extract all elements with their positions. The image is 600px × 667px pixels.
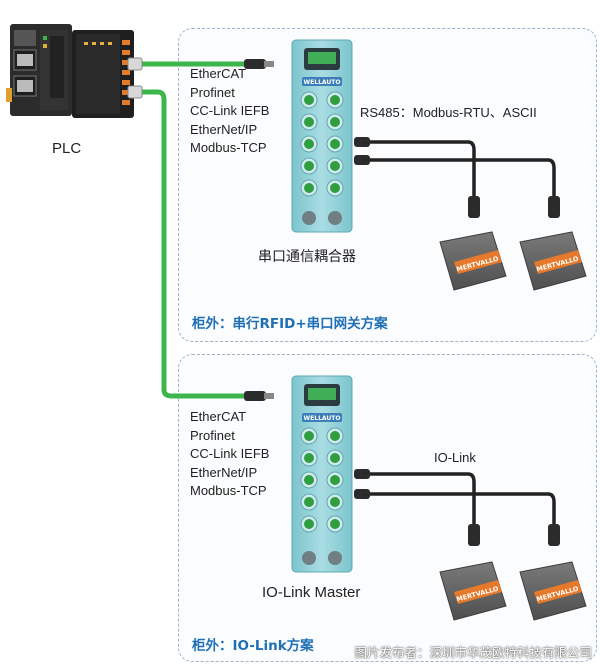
protocol-item: Modbus-TCP: [190, 483, 267, 498]
plc-controller-icon: [6, 24, 134, 118]
io-link-cables-bottom: [354, 469, 560, 546]
serial-link-label: RS485：Modbus-RTU、ASCII: [360, 105, 537, 120]
protocol-item: CC-Link IEFB: [190, 103, 270, 118]
plc-label: PLC: [52, 140, 82, 157]
panel-bottom-title: 柜外：IO-Link方案: [192, 638, 314, 654]
protocol-list-bottom: EtherCAT Profinet CC-Link IEFB EtherNet/…: [190, 408, 269, 501]
io-link-master-caption: IO-Link Master: [262, 584, 361, 601]
rfid-reader-icon: MERTVALLO: [439, 561, 507, 621]
ethernet-cable-bottom: [137, 89, 249, 399]
io-link-label: IO-Link: [434, 450, 476, 465]
rfid-reader-icon: MERTVALLO: [519, 231, 587, 291]
io-link-master-module: WELLAUTO: [291, 375, 353, 573]
panel-serial-gateway: [178, 28, 597, 342]
publisher-watermark: 图片发布者：深圳市华茂欧特科技有限公司: [354, 645, 592, 660]
svg-text:WELLAUTO: WELLAUTO: [304, 415, 341, 422]
serial-cables-top: [354, 137, 560, 218]
protocol-item: Profinet: [190, 84, 235, 100]
protocol-item: CC-Link IEFB: [190, 446, 270, 461]
protocol-item: EtherNet/IP: [190, 121, 258, 137]
svg-text:WELLAUTO: WELLAUTO: [304, 79, 341, 86]
rj45-connector-icon: [127, 57, 143, 99]
m12-connector-icon: [244, 59, 274, 401]
serial-coupler-caption: 串口通信耦合器: [258, 249, 356, 265]
protocol-item: EtherCAT: [190, 409, 247, 424]
protocol-item: EtherCAT: [190, 66, 247, 81]
panel-top-title: 柜外：串行RFID+串口网关方案: [192, 316, 388, 332]
rfid-reader-icon: MERTVALLO: [439, 231, 507, 291]
protocol-list-top: EtherCAT Profinet CC-Link IEFB EtherNet/…: [190, 65, 269, 158]
protocol-item: EtherNet/IP: [190, 464, 258, 480]
rfid-reader-icon: MERTVALLO: [519, 561, 587, 621]
protocol-item: Profinet: [190, 427, 235, 443]
protocol-item: Modbus-TCP: [190, 140, 267, 155]
serial-coupler-module: WELLAUTO: [291, 39, 353, 233]
panel-io-link: [178, 354, 597, 662]
